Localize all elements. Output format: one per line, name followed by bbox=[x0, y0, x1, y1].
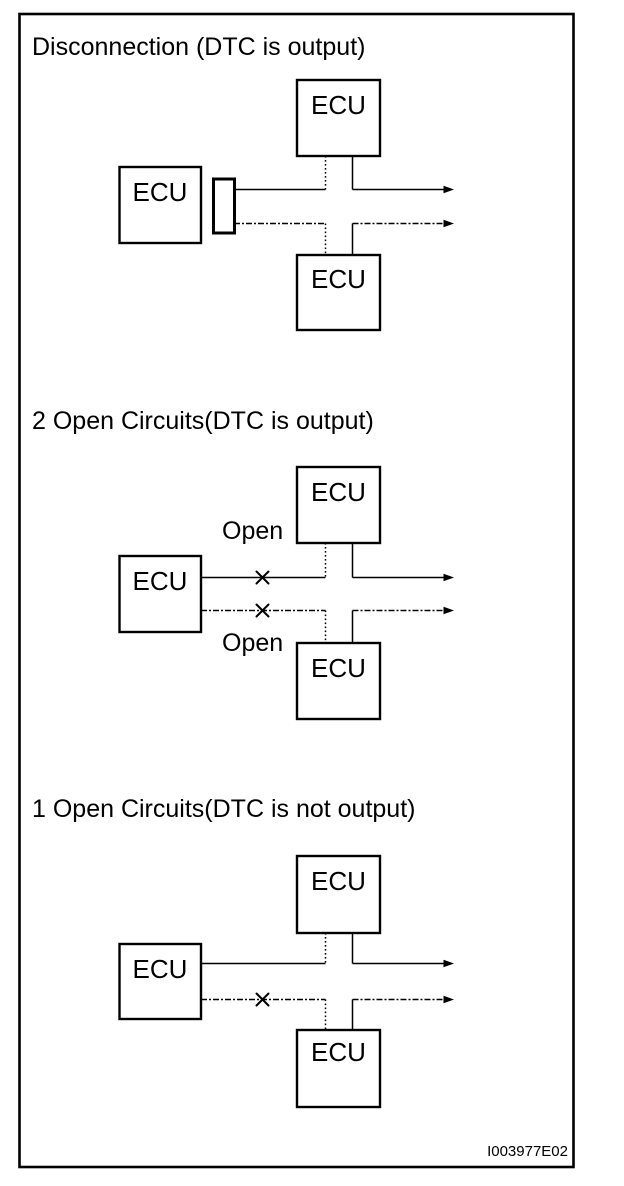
ecu-top: ECU bbox=[295, 854, 382, 935]
ecu-label: ECU bbox=[133, 566, 188, 596]
section-title-one-open: 1 Open Circuits(DTC is not output) bbox=[32, 795, 415, 823]
diagram-one-open-circuit: 1 Open Circuits(DTC is not output) ECU E… bbox=[32, 795, 454, 1109]
ecu-label: ECU bbox=[133, 954, 188, 984]
diagram-disconnection: Disconnection (DTC is output) ECU bbox=[32, 33, 454, 332]
open-label-lower: Open bbox=[222, 629, 283, 657]
ecu-left: ECU bbox=[118, 165, 203, 245]
open-circuit-x-icon bbox=[255, 992, 270, 1007]
ecu-left: ECU bbox=[118, 554, 203, 634]
bus-line-lower bbox=[201, 603, 454, 618]
bus-line-lower bbox=[201, 992, 454, 1007]
arrow-right-icon bbox=[443, 606, 454, 615]
figure-reference-code: I003977E02 bbox=[487, 1143, 568, 1160]
ecu-label: ECU bbox=[311, 90, 366, 120]
arrow-right-icon bbox=[443, 995, 454, 1004]
arrow-right-icon bbox=[443, 219, 454, 228]
arrow-right-icon bbox=[443, 185, 454, 194]
section-title-disconnection: Disconnection (DTC is output) bbox=[32, 33, 365, 61]
figure-border bbox=[18, 12, 575, 1169]
ecu-label: ECU bbox=[311, 1037, 366, 1067]
bus-line-upper bbox=[201, 570, 454, 585]
ecu-label: ECU bbox=[133, 177, 188, 207]
open-label-upper: Open bbox=[222, 517, 283, 545]
bus-line-lower bbox=[234, 219, 454, 228]
ecu-label: ECU bbox=[311, 866, 366, 896]
diagram-two-open-circuits: 2 Open Circuits(DTC is output) Open Open… bbox=[32, 407, 454, 721]
arrow-right-icon bbox=[443, 959, 454, 968]
arrow-right-icon bbox=[443, 573, 454, 582]
open-circuit-x-icon bbox=[255, 603, 270, 618]
bus-line-upper bbox=[234, 185, 454, 194]
ecu-left: ECU bbox=[118, 942, 203, 1021]
ecu-bottom: ECU bbox=[295, 253, 382, 332]
bus-line-upper bbox=[201, 959, 454, 968]
section-title-two-open: 2 Open Circuits(DTC is output) bbox=[32, 407, 374, 435]
ecu-top: ECU bbox=[295, 465, 382, 545]
ecu-label: ECU bbox=[311, 477, 366, 507]
ecu-label: ECU bbox=[311, 653, 366, 683]
ecu-label: ECU bbox=[311, 264, 366, 294]
disconnected-connector bbox=[212, 177, 236, 235]
open-circuit-x-icon bbox=[255, 570, 270, 585]
ecu-bottom: ECU bbox=[295, 1028, 382, 1109]
ecu-top: ECU bbox=[295, 78, 382, 158]
ecu-bottom: ECU bbox=[295, 641, 382, 721]
